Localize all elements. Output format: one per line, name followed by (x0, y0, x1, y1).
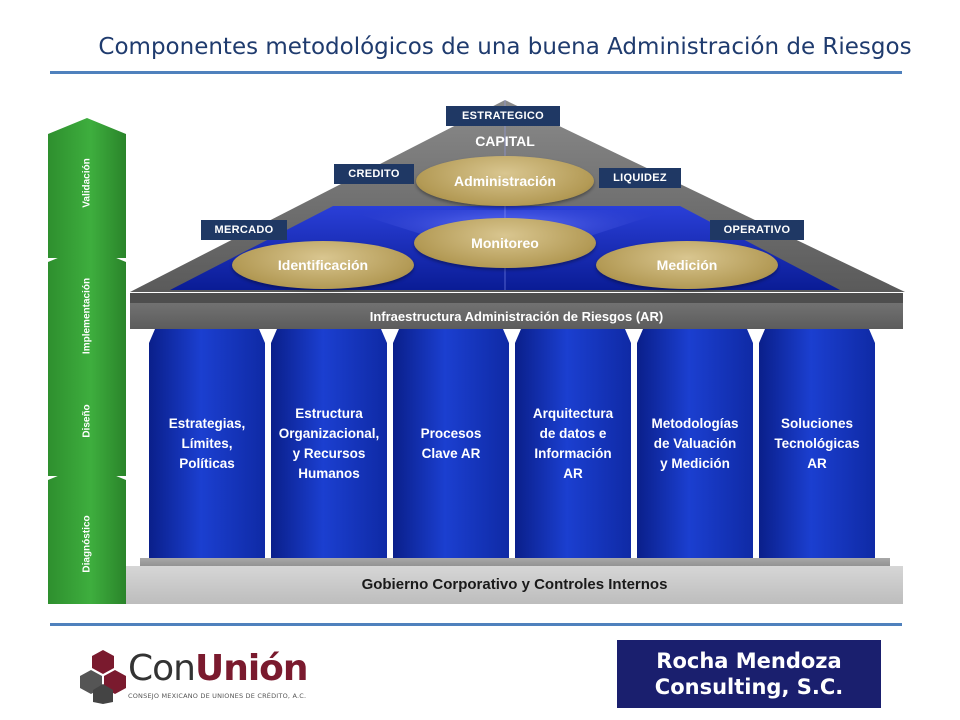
oval-identificacion: Identificación (232, 241, 414, 289)
pillar-estrategias: Estrategias, Límites, Políticas (149, 329, 265, 558)
pillar-estructura: Estructura Organizacional, y Recursos Hu… (271, 329, 387, 558)
rocha-mendoza-logo: Rocha Mendoza Consulting, S.C. (617, 640, 881, 708)
badge-credito: CREDITO (334, 164, 414, 184)
badge-mercado: MERCADO (201, 220, 287, 240)
page-title: Componentes metodológicos de una buena A… (98, 34, 912, 60)
pillar-label: Estrategias, Límites, Políticas (168, 415, 246, 471)
pillar-soluciones: Soluciones Tecnológicas AR (759, 329, 875, 558)
pillar-label: Soluciones Tecnológicas AR (774, 415, 860, 471)
phase-validacion: Validación (48, 118, 126, 258)
phase-strip: Validación Implementación Diseño Diagnós… (48, 118, 126, 604)
infrastructure-band-top (130, 293, 903, 303)
phase-diseno: Diseño (48, 366, 126, 476)
phase-diagnostico: Diagnóstico (48, 464, 126, 604)
pillar-label: Estructura Organizacional, y Recursos Hu… (278, 405, 380, 481)
base-governance: Gobierno Corporativo y Controles Interno… (126, 566, 903, 604)
pillar-label: Procesos Clave AR (420, 425, 482, 461)
conunion-logo: ConUnión CONSEJO MEXICANO DE UNIONES DE … (80, 648, 320, 704)
footer-divider (50, 623, 902, 626)
phase-implementacion: Implementación (48, 246, 126, 386)
pillar-label: Metodologías de Valuación y Medición (651, 415, 739, 471)
pillar-metodologias: Metodologías de Valuación y Medición (637, 329, 753, 558)
pillar-arquitectura: Arquitectura de datos e Información AR (515, 329, 631, 558)
oval-administracion: Administración (416, 156, 594, 206)
title-divider (50, 71, 902, 74)
infrastructure-label: Infraestructura Administración de Riesgo… (369, 309, 664, 324)
pillar-procesos: Procesos Clave AR (393, 329, 509, 558)
conunion-prefix: Con (128, 648, 196, 689)
capital-label: CAPITAL (475, 133, 535, 149)
base-step (140, 558, 890, 568)
conunion-subtitle: CONSEJO MEXICANO DE UNIONES DE CRÉDITO, … (128, 692, 307, 700)
oval-medicion: Medición (596, 241, 778, 289)
pillar-label: Arquitectura de datos e Información AR (532, 405, 614, 481)
conunion-bold: Unión (194, 648, 309, 689)
conunion-logo-icon (80, 650, 126, 704)
oval-monitoreo: Monitoreo (414, 218, 596, 268)
badge-operativo: OPERATIVO (710, 220, 804, 240)
badge-estrategico: ESTRATEGICO (446, 106, 560, 126)
badge-liquidez: LIQUIDEZ (599, 168, 681, 188)
conunion-wordmark: ConUnión (128, 648, 309, 689)
